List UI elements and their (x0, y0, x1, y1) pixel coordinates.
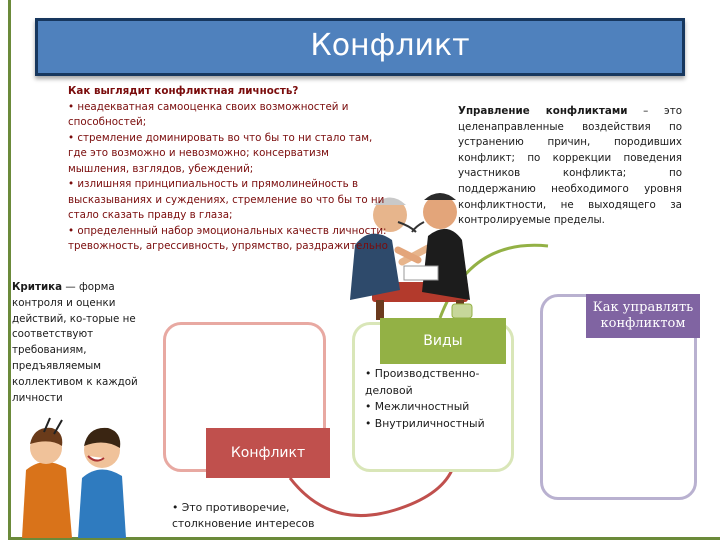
type-item: • Внутриличностный (365, 416, 485, 430)
management-text: – это целенаправленные воздействия по ус… (458, 105, 682, 227)
small-badge-icon (451, 303, 473, 319)
personality-item: • стремление доминировать во что бы то н… (68, 131, 373, 175)
conflict-box: Конфликт (206, 428, 330, 478)
connector-arc-red (288, 469, 454, 517)
management-definition: Управление конфликтами – это целенаправл… (458, 104, 682, 229)
conflict-definition: • Это противоречие, столкновение интерес… (172, 501, 315, 530)
how-to-manage-label: Как управлять конфликтом (592, 300, 694, 331)
types-list: • Производственно-деловой • Межличностны… (365, 366, 515, 432)
title-bar: Конфликт (35, 18, 685, 76)
two-people-illustration (22, 417, 126, 538)
personality-item: • определенный набор эмоциональных качес… (68, 224, 388, 253)
personality-question: Как выглядит конфликтная личность? (68, 85, 299, 97)
arguing-men-illustration (350, 193, 470, 320)
slide-frame-bottom (8, 537, 720, 540)
criticism-term: Критика (12, 281, 63, 293)
conflict-personality-text: Как выглядит конфликтная личность? • неа… (68, 84, 388, 255)
types-label: Виды (423, 333, 463, 349)
how-to-manage-box: Как управлять конфликтом (586, 294, 700, 338)
type-item: • Производственно-деловой (365, 367, 480, 397)
personality-list: • неадекватная самооценка своих возможно… (68, 100, 388, 255)
types-box: Виды (380, 318, 506, 364)
criticism-definition: Критика — форма контроля и оценки действ… (12, 280, 154, 406)
slide-frame-left (8, 0, 11, 540)
management-term: Управление конфликтами (458, 105, 628, 117)
personality-item: • неадекватная самооценка своих возможно… (68, 100, 349, 129)
criticism-text: — форма контроля и оценки действий, ко-т… (12, 281, 138, 404)
personality-item: • излишняя принципиальность и прямолиней… (68, 178, 385, 221)
type-item: • Межличностный (365, 400, 470, 413)
conflict-label: Конфликт (230, 445, 306, 461)
slide-title: Конфликт (310, 27, 470, 63)
